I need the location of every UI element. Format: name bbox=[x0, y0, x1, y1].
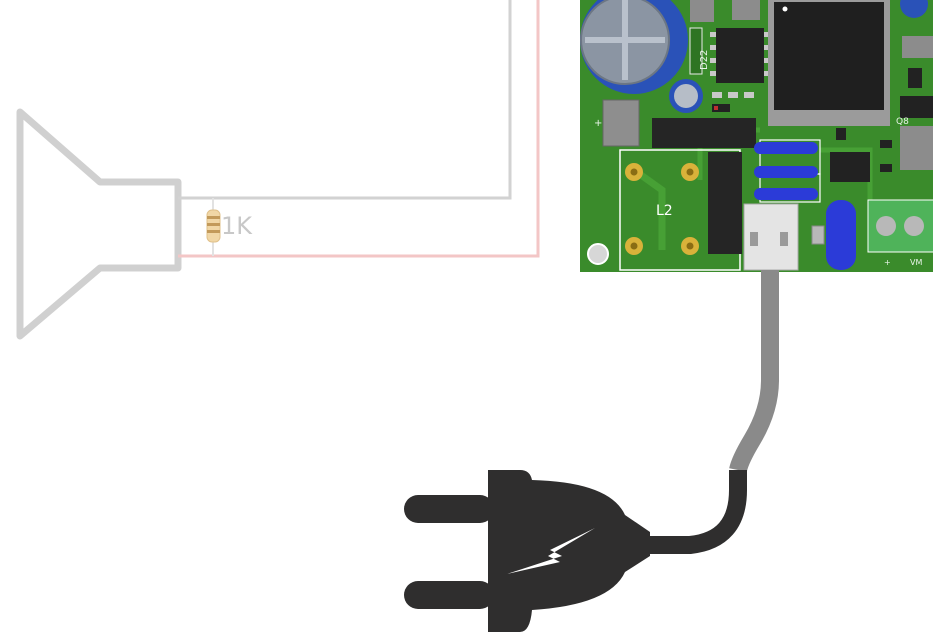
screw-terminal: + VM bbox=[867, 199, 933, 267]
pcb-board: D22 + L2 bbox=[580, 0, 933, 272]
terminal-plus-label: + bbox=[884, 258, 891, 267]
cable-black bbox=[640, 470, 747, 554]
transformer bbox=[768, 0, 890, 126]
terminal-label: VM bbox=[910, 258, 922, 267]
jumpers bbox=[754, 139, 821, 203]
red-wire bbox=[178, 0, 540, 258]
transistor-label: Q8 bbox=[896, 117, 909, 127]
gray-wire bbox=[178, 0, 512, 200]
cap-plus-label: + bbox=[594, 118, 602, 129]
resistor-label: 1K bbox=[221, 212, 253, 240]
capacitor-small bbox=[669, 79, 703, 113]
capacitor-large bbox=[580, 0, 688, 94]
diode-d22: D22 bbox=[689, 27, 710, 75]
inductor-label: L2 bbox=[656, 203, 673, 219]
diode-label: D22 bbox=[699, 50, 710, 70]
resistor bbox=[206, 198, 221, 256]
cable-gray bbox=[729, 270, 779, 473]
connector bbox=[743, 203, 799, 271]
power-plug bbox=[404, 470, 650, 632]
speaker-outline bbox=[16, 108, 182, 340]
ic-chip bbox=[710, 28, 770, 83]
transistor-q8: Q8 bbox=[896, 96, 933, 170]
lightning-bolt-icon bbox=[507, 528, 595, 574]
